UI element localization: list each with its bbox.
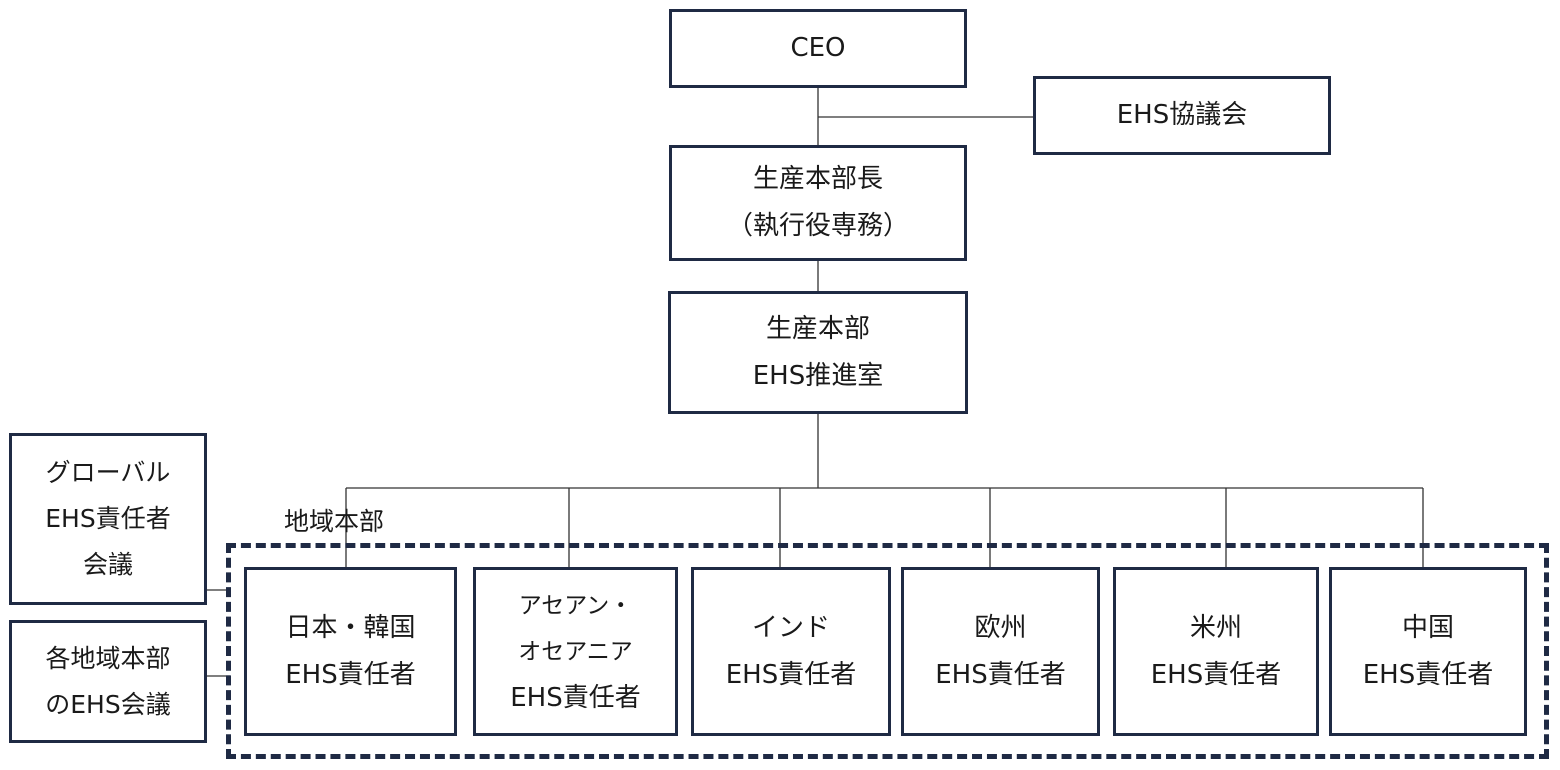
region-role: EHS責任者 <box>510 682 641 713</box>
ehs-office-box: 生産本部 EHS推進室 <box>668 291 968 414</box>
ceo-box: CEO <box>669 9 967 88</box>
region-name: アセアン・ <box>518 592 633 619</box>
region-box-europe: 欧州 EHS責任者 <box>901 567 1100 736</box>
production-head-line1: 生産本部長 <box>752 164 883 194</box>
global-meeting-box: グローバル EHS責任者 会議 <box>9 433 207 605</box>
region-box-americas: 米州 EHS責任者 <box>1113 567 1319 736</box>
region-name-line2: オセアニア <box>518 638 633 665</box>
regional-meeting-line1: 各地域本部 <box>45 643 171 673</box>
region-role: EHS責任者 <box>285 659 416 690</box>
region-name: 日本・韓国 <box>285 612 416 643</box>
region-box-china: 中国 EHS責任者 <box>1329 567 1527 736</box>
production-head-box: 生産本部長 （執行役専務） <box>669 145 967 261</box>
region-role: EHS責任者 <box>1150 659 1282 690</box>
region-role: EHS責任者 <box>725 659 857 690</box>
region-role: EHS責任者 <box>1362 659 1494 690</box>
global-meeting-line2: EHS責任者 <box>45 504 171 533</box>
regional-hq-frame <box>226 543 1549 759</box>
ehs-office-line1: 生産本部 <box>765 313 870 344</box>
ehs-council-label: EHS協議会 <box>1116 100 1248 130</box>
region-name: 中国 <box>1401 612 1454 643</box>
regional-meeting-box: 各地域本部 のEHS会議 <box>9 620 207 743</box>
region-name: 米州 <box>1189 612 1242 643</box>
production-head-line2: （執行役専務） <box>726 211 909 241</box>
region-name: インド <box>751 612 830 643</box>
regional-hq-label: 地域本部 <box>284 507 385 536</box>
region-box-asean-oceania: アセアン・ オセアニア EHS責任者 <box>473 567 678 736</box>
ceo-label: CEO <box>790 33 846 63</box>
region-box-india: インド EHS責任者 <box>691 567 891 736</box>
region-role: EHS責任者 <box>935 659 1066 690</box>
ehs-council-box: EHS協議会 <box>1033 76 1331 155</box>
region-name: 欧州 <box>974 612 1027 643</box>
region-box-japan-korea: 日本・韓国 EHS責任者 <box>244 567 457 736</box>
global-meeting-line3: 会議 <box>82 550 133 579</box>
ehs-office-line2: EHS推進室 <box>752 360 884 391</box>
global-meeting-line1: グローバル <box>45 458 171 487</box>
regional-meeting-line2: のEHS会議 <box>45 689 171 719</box>
